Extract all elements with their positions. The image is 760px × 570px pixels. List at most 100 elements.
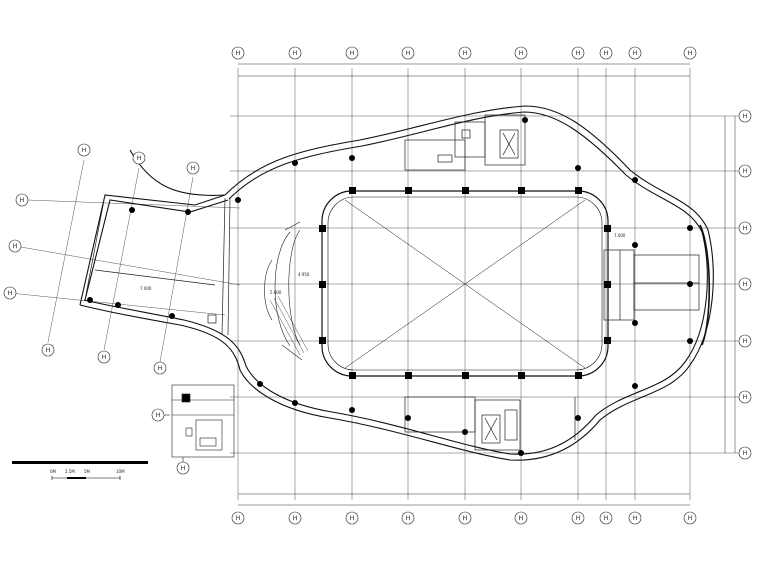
column	[522, 117, 528, 123]
column	[632, 320, 638, 326]
axis-label: H	[576, 515, 581, 522]
axis-label: H	[604, 50, 609, 57]
axis-label: H	[406, 50, 411, 57]
column	[349, 407, 355, 413]
column	[687, 338, 693, 344]
column	[575, 187, 582, 194]
axis-label: H	[576, 50, 581, 57]
axis-label: H	[236, 515, 241, 522]
axis-label: H	[102, 354, 107, 361]
axis-label: H	[743, 113, 748, 120]
left-wing-grid-lines	[9, 159, 241, 363]
column	[129, 207, 135, 213]
column	[349, 187, 356, 194]
column	[604, 281, 611, 288]
axis-label: H	[236, 50, 241, 57]
axis-label: H	[181, 465, 186, 472]
column	[575, 165, 581, 171]
column	[405, 415, 411, 421]
bottom-core-rooms	[404, 396, 576, 451]
seating-ring	[264, 221, 309, 361]
top-core-rooms	[404, 114, 526, 171]
axis-label: H	[633, 515, 638, 522]
column	[632, 242, 638, 248]
column	[462, 429, 468, 435]
column	[604, 225, 611, 232]
axis-label: H	[46, 347, 51, 354]
round-columns	[87, 117, 693, 456]
inset-axis-bubbles	[151, 408, 190, 475]
column	[518, 372, 525, 379]
axis-label: H	[350, 50, 355, 57]
column	[319, 225, 326, 232]
bottom-axis-labels: H H H H H H H H H H	[236, 515, 693, 522]
dimension-label: 7.000	[614, 233, 626, 238]
column	[349, 372, 356, 379]
left-wing-walls	[84, 194, 231, 336]
axis-label: H	[743, 281, 748, 288]
column	[518, 450, 524, 456]
column	[462, 372, 469, 379]
right-axis-bubbles	[738, 109, 752, 460]
column	[292, 160, 298, 166]
column	[632, 383, 638, 389]
dimension-labels: 7.000 4.950 5.000 7.000	[140, 233, 626, 295]
inset-axis-labels: H H	[156, 412, 186, 472]
axis-label: H	[519, 50, 524, 57]
column	[319, 281, 326, 288]
axis-label: H	[350, 515, 355, 522]
column	[632, 177, 638, 183]
axis-label: H	[156, 412, 161, 419]
left-wing-axis-bubbles	[3, 143, 200, 375]
column	[687, 281, 693, 287]
axis-label: H	[82, 147, 87, 154]
axis-label: H	[633, 50, 638, 57]
column	[115, 302, 121, 308]
column	[292, 400, 298, 406]
column	[518, 187, 525, 194]
axis-label: H	[604, 515, 609, 522]
column	[87, 297, 93, 303]
column	[462, 187, 469, 194]
axis-label: H	[406, 515, 411, 522]
column	[405, 372, 412, 379]
dimension-label: 7.000	[140, 286, 152, 291]
axis-label: H	[293, 515, 298, 522]
scale-label: 2.5M	[65, 469, 75, 474]
axis-label: H	[191, 165, 196, 172]
column	[185, 209, 191, 215]
axis-label: H	[688, 515, 693, 522]
column	[319, 337, 326, 344]
column	[604, 337, 611, 344]
left-wing-axis-labels: H H H H H H H H H	[8, 147, 196, 372]
dimension-label: 4.950	[298, 272, 310, 277]
axis-label: H	[688, 50, 693, 57]
column	[575, 372, 582, 379]
axis-label: H	[137, 155, 142, 162]
square-columns	[319, 187, 611, 379]
axis-label: H	[743, 394, 748, 401]
top-axis-labels: H H H H H H H H H H	[236, 50, 693, 57]
axis-label: H	[158, 365, 163, 372]
axis-label: H	[519, 515, 524, 522]
column	[405, 187, 412, 194]
top-axis-bubbles	[231, 46, 697, 60]
scale-label: 5M	[84, 469, 91, 474]
axis-label: H	[20, 197, 25, 204]
horizontal-grid-lines	[230, 115, 745, 454]
axis-label: H	[743, 450, 748, 457]
column	[687, 225, 693, 231]
axis-label: H	[13, 243, 18, 250]
axis-label: H	[743, 225, 748, 232]
axis-label: H	[463, 50, 468, 57]
axis-label: H	[463, 515, 468, 522]
scale-label: 10M	[116, 469, 125, 474]
dimension-label: 5.000	[270, 290, 282, 295]
column	[349, 155, 355, 161]
axis-label: H	[8, 290, 13, 297]
right-rooms	[603, 249, 700, 321]
column	[169, 313, 175, 319]
inset-detail	[160, 384, 235, 462]
bottom-axis-bubbles	[231, 511, 697, 525]
